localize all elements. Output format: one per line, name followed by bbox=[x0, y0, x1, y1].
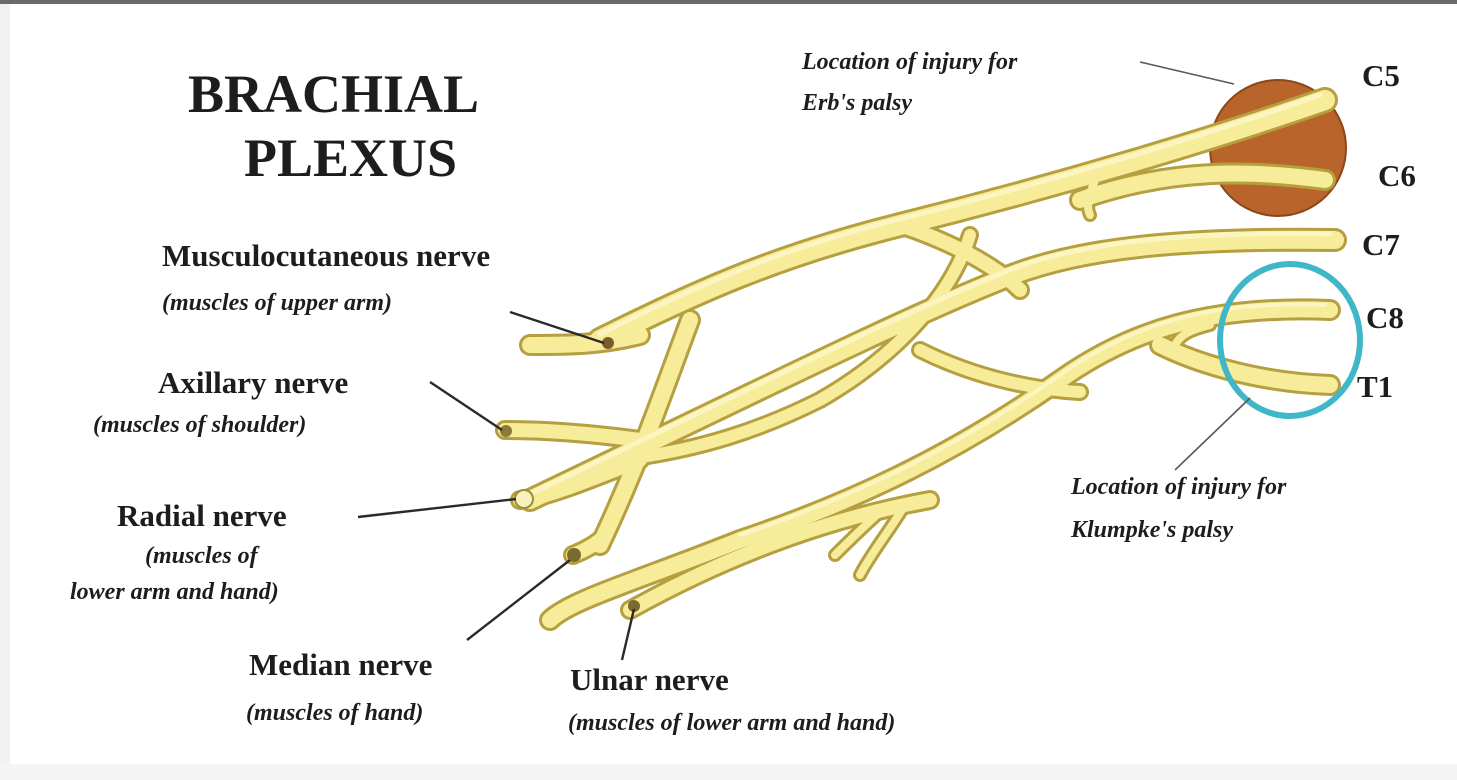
radial-leader bbox=[358, 499, 516, 517]
axillary-leader bbox=[430, 382, 502, 430]
root-label-c7: C7 bbox=[1362, 227, 1400, 262]
ulnar-nerve-desc: (muscles of lower arm and hand) bbox=[568, 710, 895, 736]
erb-injury-label-line-1: Location of injury for bbox=[801, 49, 1018, 75]
frame-bottom-edge bbox=[0, 764, 1457, 780]
median-nerve-label: Median nerve bbox=[249, 647, 432, 682]
radial-nerve-desc-line-1: (muscles of bbox=[145, 543, 260, 569]
root-label-c8: C8 bbox=[1366, 300, 1404, 335]
radial-cut-end bbox=[515, 490, 533, 508]
erb-injury-leader bbox=[1140, 62, 1234, 84]
musculocutaneous-nerve-desc: (muscles of upper arm) bbox=[162, 290, 392, 316]
axillary-nerve-desc: (muscles of shoulder) bbox=[93, 412, 306, 438]
axillary-nerve-label: Axillary nerve bbox=[158, 365, 348, 400]
klumpke-injury-ring bbox=[1220, 264, 1360, 416]
radial-nerve-desc-line-2: lower arm and hand) bbox=[70, 579, 279, 605]
erb-injury-label-line-2: Erb's palsy bbox=[801, 90, 912, 116]
diagram-title-line-2: PLEXUS bbox=[244, 128, 457, 188]
diagram-title-line-1: BRACHIAL bbox=[188, 64, 479, 124]
root-label-c6: C6 bbox=[1378, 158, 1416, 193]
root-label-t1: T1 bbox=[1357, 369, 1393, 404]
ulnar-nerve-label: Ulnar nerve bbox=[570, 662, 729, 697]
radial-nerve-label: Radial nerve bbox=[117, 498, 287, 533]
musculocutaneous-nerve-label: Musculocutaneous nerve bbox=[162, 238, 490, 273]
frame-top-edge bbox=[0, 0, 1457, 4]
root-label-c5: C5 bbox=[1362, 58, 1400, 93]
axillary-cut-end bbox=[500, 425, 512, 437]
klumpke-injury-label-line-2: Klumpke's palsy bbox=[1070, 517, 1233, 543]
klumpke-injury-leader bbox=[1175, 398, 1250, 470]
median-nerve-desc: (muscles of hand) bbox=[246, 700, 423, 726]
klumpke-injury-label-line-1: Location of injury for bbox=[1070, 474, 1287, 500]
